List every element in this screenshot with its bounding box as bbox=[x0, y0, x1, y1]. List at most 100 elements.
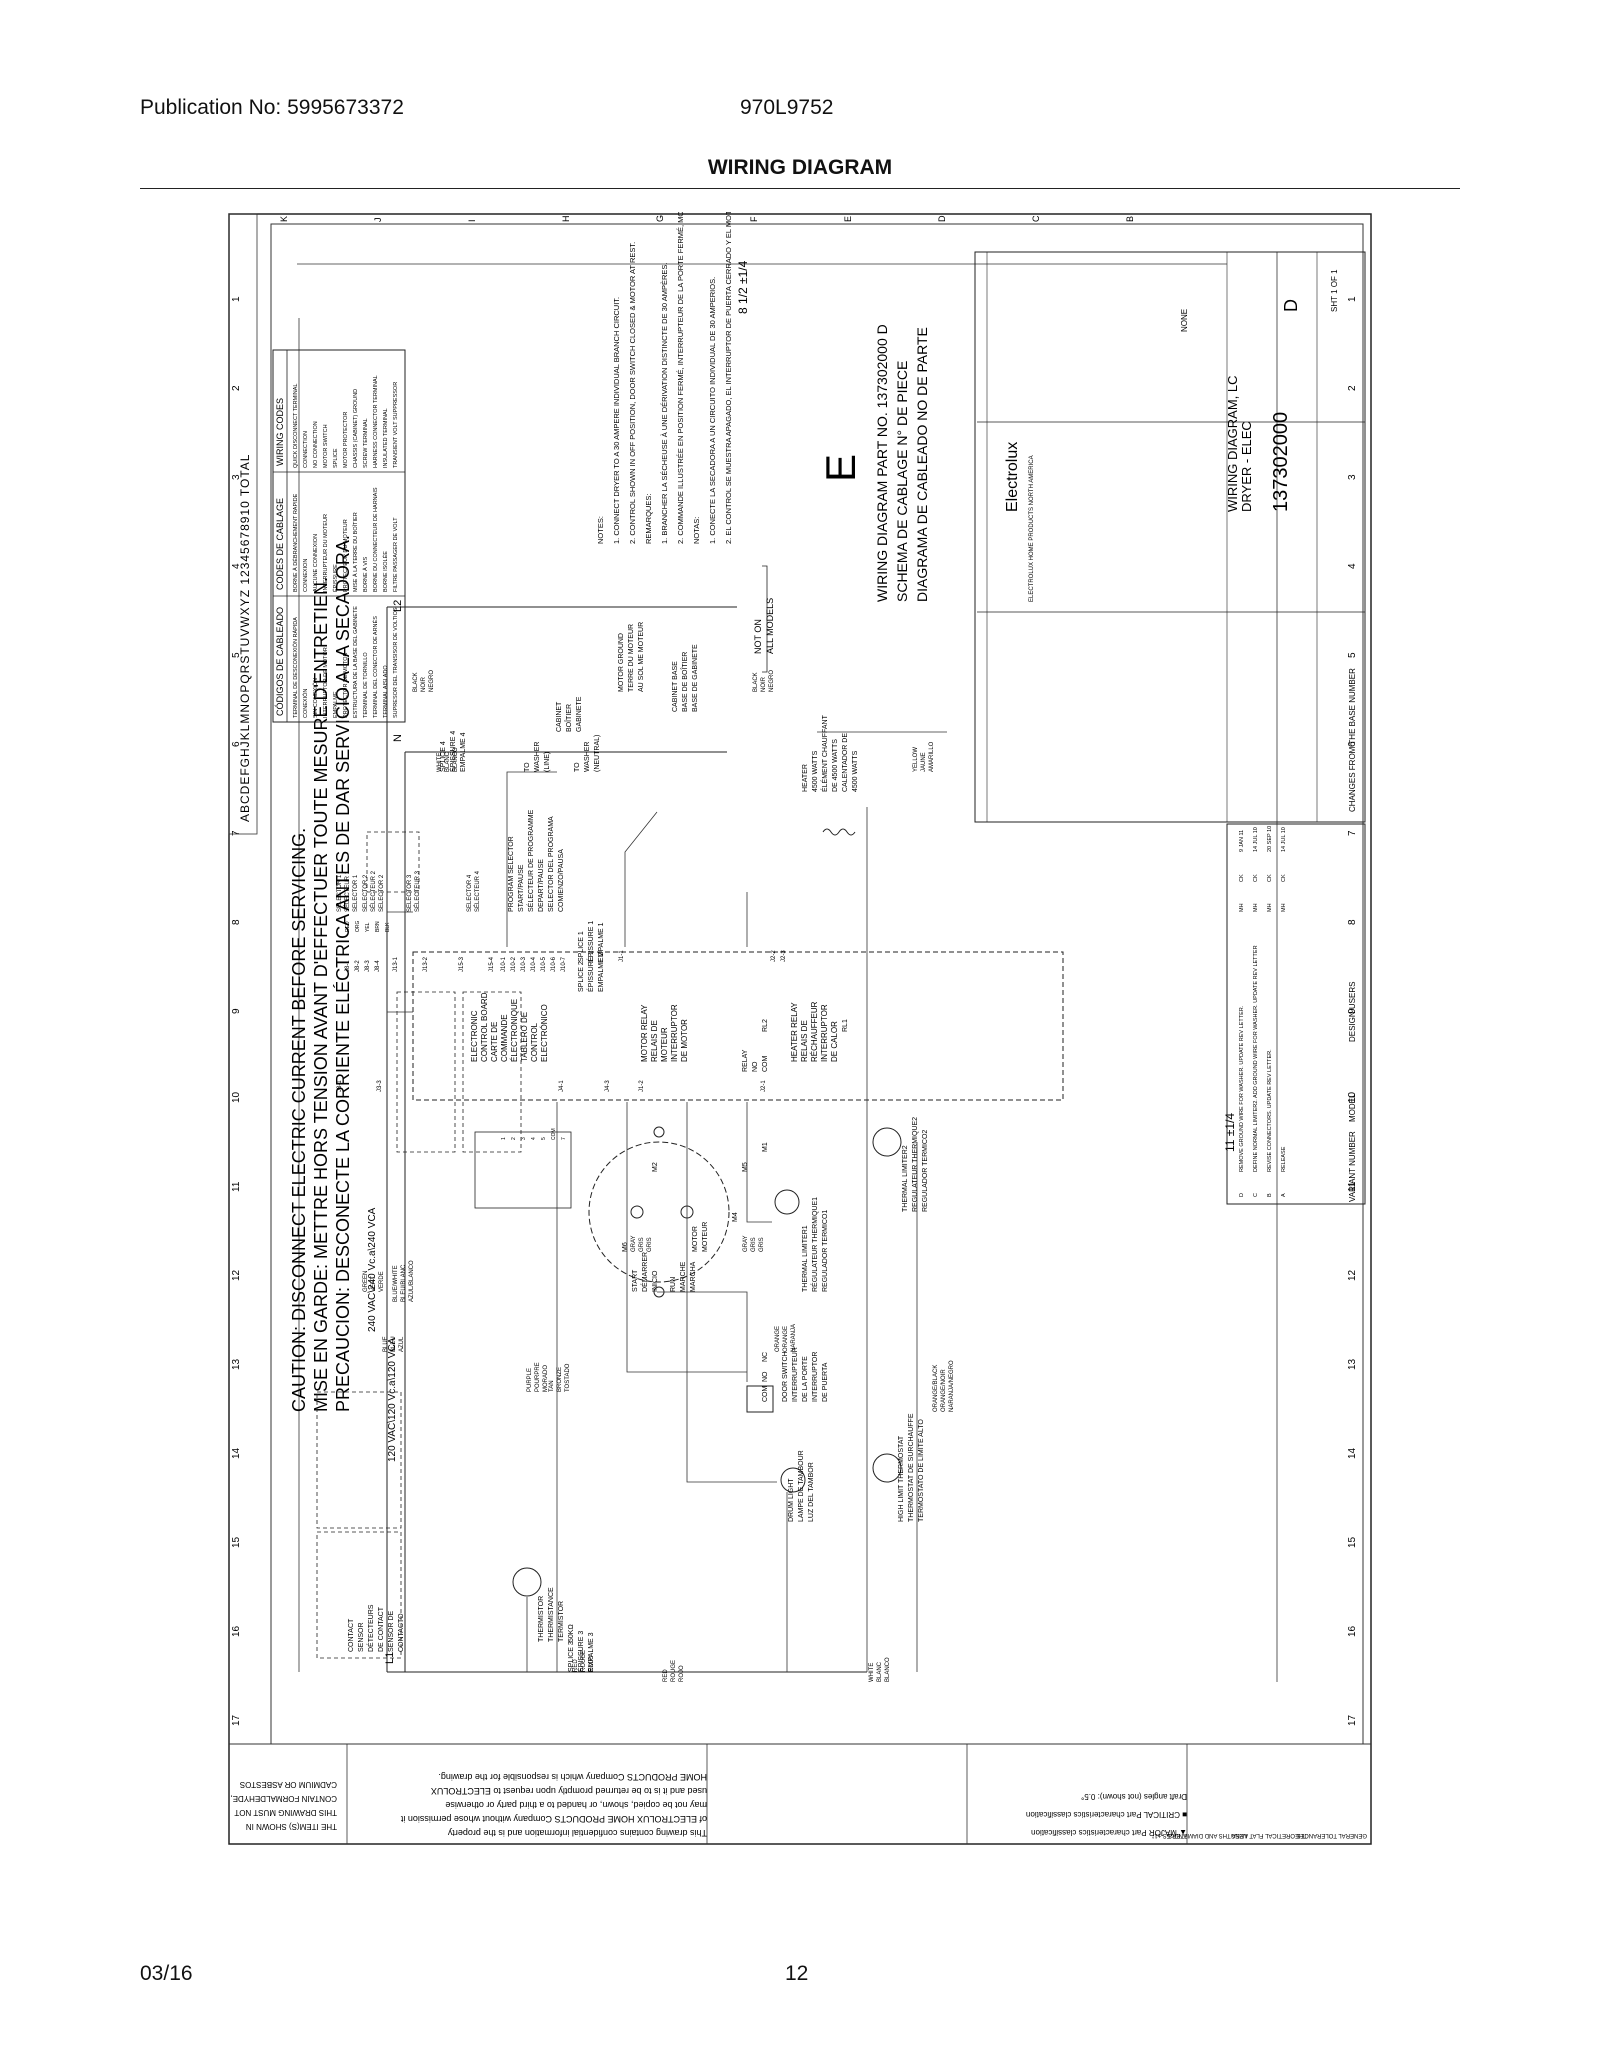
code-cell: BORNE À VIS bbox=[362, 557, 369, 592]
control-board-label: ELECTRONIC bbox=[470, 1010, 479, 1062]
drum-light-label: LAMPE DE TAMBOUR bbox=[798, 1450, 805, 1522]
pin-j1: J1-2 bbox=[639, 1080, 645, 1092]
splice1-label: SPLICE 1 bbox=[578, 931, 585, 962]
cabinet-label: CABINET bbox=[556, 701, 563, 732]
grid-letter: C bbox=[1031, 215, 1041, 222]
gray-wire-label: GRAY bbox=[631, 1235, 637, 1252]
title-footer-col: VARIANT NUMBER bbox=[1348, 1131, 1357, 1202]
grid-letter: F bbox=[749, 216, 759, 222]
control-board-label: TABLERO DE bbox=[520, 1012, 529, 1062]
splice2-label: SPLICE 2 bbox=[578, 961, 585, 992]
pin-j3: J3-1 bbox=[337, 1080, 343, 1092]
code-cell: MISE À LA TERRE DU BOÎTIER bbox=[352, 512, 359, 592]
revision-cell: 9 JAN 11 bbox=[1239, 830, 1245, 852]
grid-number-right: 1 bbox=[1347, 296, 1358, 302]
heater-relay-label: DE CALOR bbox=[830, 1021, 839, 1062]
thermal-limiter2-symbol bbox=[872, 1127, 902, 1157]
splice4-label: EMPALME 4 bbox=[460, 732, 467, 772]
grid-number: 1 bbox=[231, 296, 242, 302]
blue-wire-label: BLUE bbox=[383, 1336, 389, 1352]
asbestos-line: THIS DRAWING MUST NOT bbox=[234, 1808, 337, 1817]
revision-cell: 14 JUL 10 bbox=[1253, 827, 1259, 852]
run-label: MARCHA bbox=[690, 1261, 697, 1292]
title-footer-col: DESIGN USERS bbox=[1348, 982, 1357, 1042]
pin-j10: J10-2 bbox=[511, 956, 517, 972]
note-line: REMARQUES: bbox=[644, 494, 653, 544]
code-cell: SPLICE bbox=[333, 448, 339, 468]
revision-cell: 14 JUL 10 bbox=[1281, 827, 1287, 852]
voltage-240: 240 VAC\240 Vc.a\240 VCA bbox=[367, 1207, 378, 1332]
motor-relay-label: MOTOR RELAY bbox=[640, 1004, 649, 1062]
red-wire-label: ROJO bbox=[589, 1655, 595, 1672]
pin-j8: J8-3 bbox=[365, 960, 371, 972]
title-footer-col: MODEL bbox=[1348, 1093, 1357, 1122]
revision-cell: MH bbox=[1239, 903, 1245, 912]
code-cell: QUICK DISCONNECT TERMINAL bbox=[293, 384, 299, 468]
grid-number: 11 bbox=[231, 1181, 242, 1192]
dim-width: 11 ±1/4 bbox=[1223, 1113, 1237, 1152]
code-cell: TERMINAL AISLADO bbox=[383, 665, 389, 718]
pin-j4: J4-1 bbox=[559, 1080, 565, 1092]
motor-pin: M2 bbox=[652, 1162, 659, 1172]
splice3-label: ÉPISSURE 3 bbox=[576, 1631, 585, 1672]
code-cell: TERMINAL DEL CONECTOR DE ARNÉS bbox=[372, 616, 379, 718]
black-wire-label: NEGRO bbox=[429, 670, 435, 692]
note-line: NOTAS: bbox=[692, 517, 701, 544]
revision-cell: C bbox=[1253, 1193, 1259, 1197]
pin-j3: J3-3 bbox=[377, 1080, 383, 1092]
control-board-label: CONTROL BOARD bbox=[480, 992, 489, 1062]
grid-number-right: 3 bbox=[1347, 474, 1358, 480]
grid-number-right: 7 bbox=[1347, 830, 1358, 836]
grid-number: 14 bbox=[231, 1447, 242, 1459]
door-switch-label: DE PUERTA bbox=[822, 1362, 829, 1402]
pin-j13: J13-2 bbox=[423, 956, 429, 972]
red-wire-label: ROUGE bbox=[671, 1660, 677, 1682]
splice4-label: ÉPISSURE 4 bbox=[448, 731, 457, 772]
thermistor-label: THERMISTOR bbox=[538, 1596, 545, 1642]
heater-label: HEATER bbox=[802, 764, 809, 792]
code-cell: HARNESS CONNECTOR TERMINAL bbox=[373, 375, 379, 468]
tan-wire-label: TOSTADO bbox=[565, 1363, 571, 1392]
grid-number: 8 bbox=[231, 919, 242, 925]
heater-relay-label: RÉCHAUFFEUR bbox=[810, 1001, 819, 1062]
drawing-title: DRYER - ELEC bbox=[1239, 421, 1254, 512]
tan-wire-label: TAN bbox=[549, 1380, 555, 1392]
program-wire: 5 bbox=[541, 1137, 547, 1140]
contact-sensor-label: CONTACTO bbox=[398, 1613, 405, 1652]
program-selector-label: START/PAUSE bbox=[518, 864, 525, 912]
codes-header-1: CODES DE CABLAGE bbox=[275, 498, 285, 590]
splice2-label: EMPALME 2 bbox=[598, 952, 605, 992]
relay-pin: RELAY bbox=[742, 1049, 749, 1072]
revision-cell: CK bbox=[1253, 874, 1259, 882]
run-label: RUN bbox=[670, 1277, 677, 1292]
code-cell: AUCUNE CONNEXION bbox=[313, 534, 319, 592]
note-line: 1. CONECTE LA SECADORA A UN CIRCUITO IND… bbox=[708, 277, 717, 544]
confidential-line: may not be copied, shown, or handed to a… bbox=[445, 1800, 707, 1810]
grid-number-right: 14 bbox=[1347, 1447, 1358, 1459]
revision-cell: CK bbox=[1239, 874, 1245, 882]
selector4-label: SÉLECTEUR 4 bbox=[474, 870, 481, 912]
confidential-line: This drawing contains confidential infor… bbox=[447, 1828, 707, 1838]
green-wire-label: GREEN bbox=[363, 1271, 369, 1292]
revision-cell: D bbox=[1239, 1193, 1245, 1197]
selector-wire: RED bbox=[345, 921, 351, 932]
motor-pin: M1 bbox=[762, 1142, 769, 1152]
grid-number-right: 13 bbox=[1347, 1358, 1358, 1370]
black-wire-label: NOIR bbox=[761, 676, 767, 692]
notes: NOTES:1. CONNECT DRYER TO A 30 AMPERE IN… bbox=[596, 212, 733, 544]
grid-letter: D bbox=[937, 215, 947, 222]
white-wire-label: WHITE bbox=[869, 1663, 875, 1682]
code-cell: MOTOR PROTECTOR bbox=[343, 412, 349, 468]
selector-3 bbox=[396, 991, 456, 1153]
grid-number: 10 bbox=[231, 1091, 242, 1103]
code-cell: MOTOR SWITCH bbox=[323, 424, 329, 468]
grid-number: 5 bbox=[231, 652, 242, 658]
pin-j1: J1-1 bbox=[619, 950, 625, 962]
motor-relay-label: MOTEUR bbox=[660, 1027, 669, 1062]
revision-cell: B bbox=[1267, 1193, 1273, 1197]
red-wire-label: ROUGE bbox=[581, 1650, 587, 1672]
contact-sensor bbox=[316, 1391, 402, 1659]
relay-pin: NO bbox=[752, 1061, 759, 1072]
selector4-label: SELECTOR 4 bbox=[467, 874, 473, 912]
